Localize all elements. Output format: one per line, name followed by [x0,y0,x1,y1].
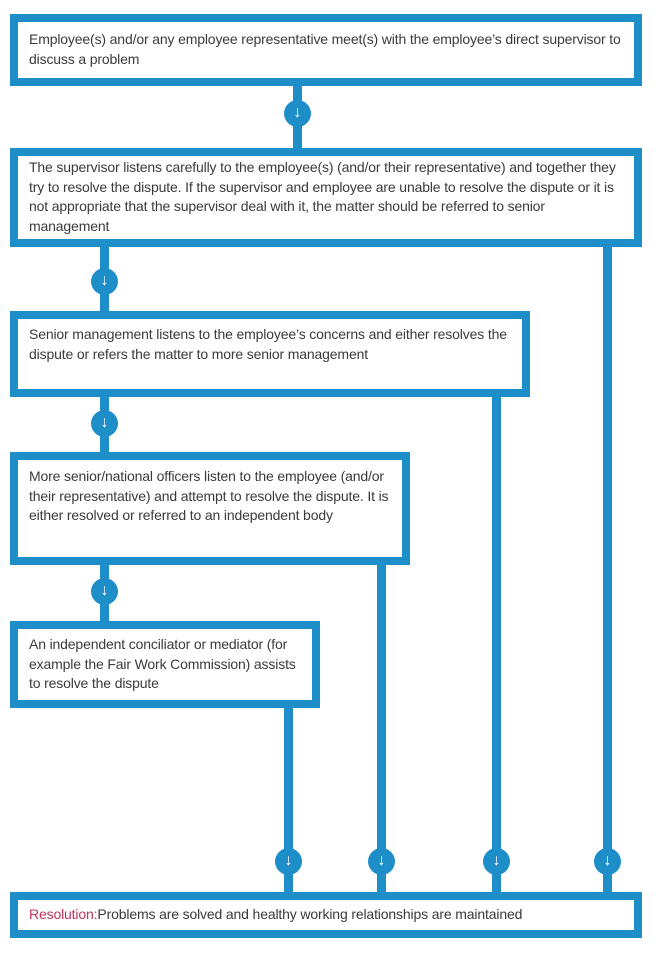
down-arrow-icon: ↓ [492,851,501,869]
step-box-1: Employee(s) and/or any employee represen… [10,14,642,86]
down-arrow-icon: ↓ [284,851,293,869]
arrow-node-1: ↓ [284,100,311,127]
arrow-node-7: ↓ [483,848,510,875]
step-box-5: An independent conciliator or mediator (… [10,621,320,708]
down-arrow-icon: ↓ [293,103,302,121]
down-arrow-icon: ↓ [100,271,109,289]
connector-line-step2-resolution [603,247,612,896]
connector-line-step4-resolution [377,565,386,896]
down-arrow-icon: ↓ [377,851,386,869]
arrow-node-2: ↓ [91,268,118,295]
connector-line-step3-resolution [492,397,501,896]
step-box-4: More senior/national officers listen to … [10,452,410,565]
down-arrow-icon: ↓ [603,851,612,869]
resolution-text: Problems are solved and healthy working … [97,906,523,923]
arrow-node-8: ↓ [594,848,621,875]
step-box-2: The supervisor listens carefully to the … [10,148,642,247]
connector-line-step5-resolution [284,708,293,896]
arrow-node-4: ↓ [91,578,118,605]
resolution-label: Resolution: [29,906,98,923]
resolution-box: Resolution: Problems are solved and heal… [10,892,642,938]
down-arrow-icon: ↓ [100,581,109,599]
step-box-3: Senior management listens to the employe… [10,311,530,397]
arrow-node-6: ↓ [368,848,395,875]
down-arrow-icon: ↓ [100,413,109,431]
arrow-node-3: ↓ [91,410,118,437]
arrow-node-5: ↓ [275,848,302,875]
